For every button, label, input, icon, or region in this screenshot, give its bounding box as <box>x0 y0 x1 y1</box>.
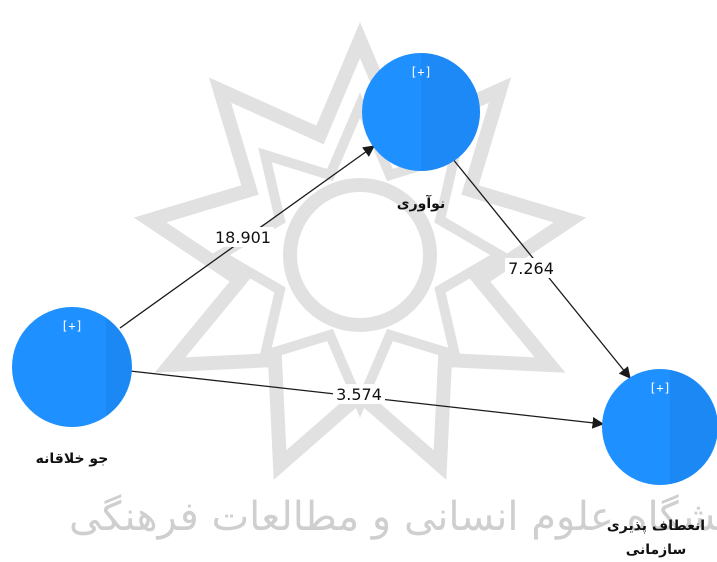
expand-toggle-creative-climate[interactable]: [+] <box>61 319 83 333</box>
edge-label-creative-flexibility: 3.574 <box>336 385 382 404</box>
node-org-flexibility[interactable]: [+] <box>602 369 717 485</box>
expand-toggle-org-flexibility[interactable]: [+] <box>649 381 671 395</box>
node-innovation[interactable]: [+] <box>362 53 480 171</box>
watermark-text: پژوهشگاه علوم انسانی و مطالعات فرهنگی <box>69 494 717 540</box>
expand-toggle-innovation[interactable]: [+] <box>410 65 432 79</box>
node-label-innovation: نوآوری <box>396 196 446 212</box>
node-label-org-flexibility: انعطاف پذیری سازمانی <box>606 518 706 558</box>
node-label-creative-climate: جو خلاقانه <box>35 451 109 467</box>
edge-label-creative-innovation: 18.901 <box>215 228 271 247</box>
edge-label-innovation-flexibility: 7.264 <box>508 259 554 278</box>
node-creative-climate[interactable]: [+] <box>12 307 132 427</box>
